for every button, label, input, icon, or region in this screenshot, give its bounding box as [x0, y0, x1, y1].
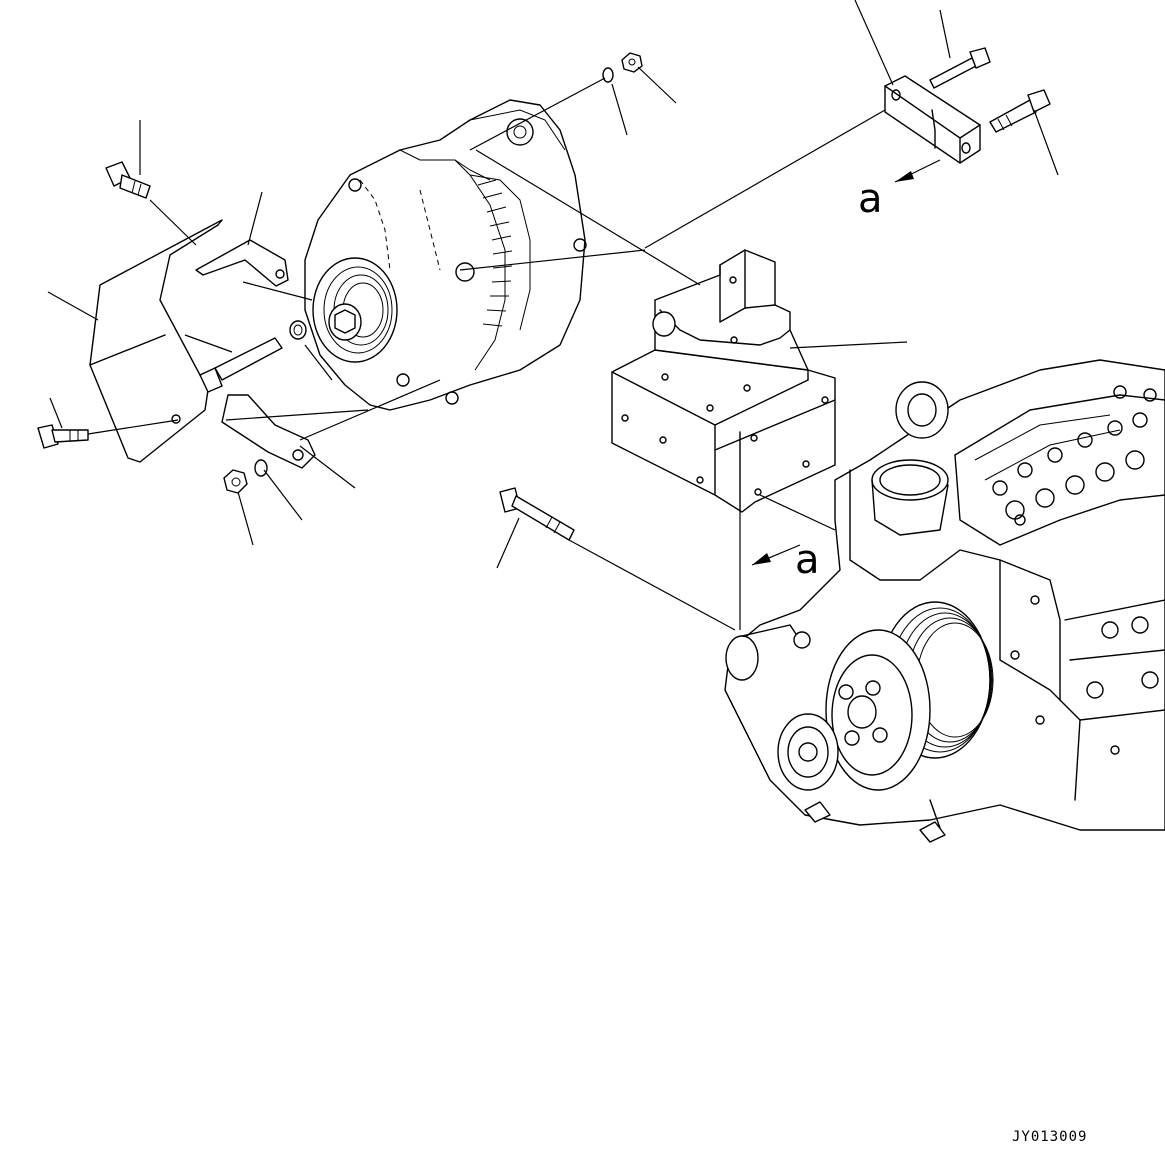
washer: [254, 459, 268, 477]
engine-block: [724, 359, 1165, 843]
flange-bolt: [105, 161, 151, 199]
alternator: [304, 99, 587, 411]
nut: [621, 52, 643, 73]
view-arrow-a-upper: [894, 159, 941, 183]
flange-bolt: [37, 424, 89, 449]
flange-bolt: [929, 47, 991, 89]
drawing-code: JY013009: [1012, 1129, 1088, 1145]
nut: [223, 469, 248, 494]
leader-lines: [47, 0, 1059, 631]
lower-adjusting-bracket: [221, 394, 316, 469]
spacer-block: [884, 75, 981, 164]
long-bolt: [199, 337, 283, 393]
alternator-mounting-bracket: [611, 249, 836, 513]
view-label-a-upper: a: [858, 176, 883, 222]
flange-bolt: [499, 487, 575, 541]
washer: [289, 320, 307, 340]
view-arrow-a-lower: [751, 544, 801, 566]
flange-bolt: [989, 89, 1051, 133]
view-label-a-lower: a: [795, 537, 820, 583]
l-bracket: [195, 239, 289, 287]
washer: [602, 67, 614, 83]
